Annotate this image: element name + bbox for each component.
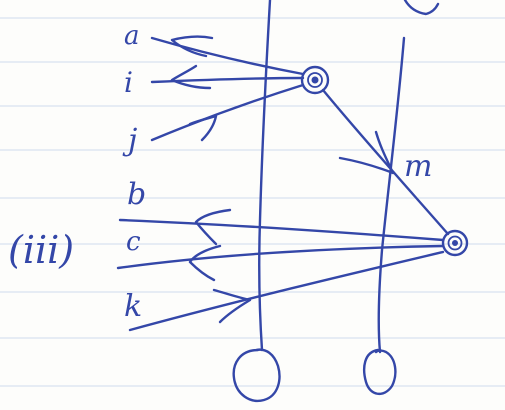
- arrow-j: [190, 116, 216, 140]
- label-propagator-m: m: [404, 149, 432, 184]
- arrow-i: [172, 66, 210, 88]
- vertex-lower: [443, 231, 467, 255]
- propagator-arrow: [340, 132, 393, 173]
- line-j: [152, 85, 303, 140]
- label-k: k: [124, 289, 142, 324]
- arrow-b: [196, 210, 230, 244]
- label-j: j: [122, 123, 137, 158]
- bottom-circle-left: [234, 350, 280, 401]
- line-k: [130, 252, 443, 330]
- worldline-right: [379, 38, 404, 352]
- line-b: [120, 220, 443, 240]
- label-i: i: [124, 66, 133, 99]
- worldline-left: [259, 0, 270, 350]
- label-c: c: [126, 227, 141, 257]
- label-a: a: [124, 21, 140, 51]
- partial-bracket-stroke: [405, 0, 438, 14]
- label-b: b: [127, 177, 146, 212]
- arrow-c: [190, 246, 220, 280]
- vertex-upper: [302, 67, 328, 93]
- ruled-lines: [0, 18, 505, 386]
- section-label-iii: (iii): [8, 228, 74, 272]
- bottom-circle-right: [364, 350, 395, 394]
